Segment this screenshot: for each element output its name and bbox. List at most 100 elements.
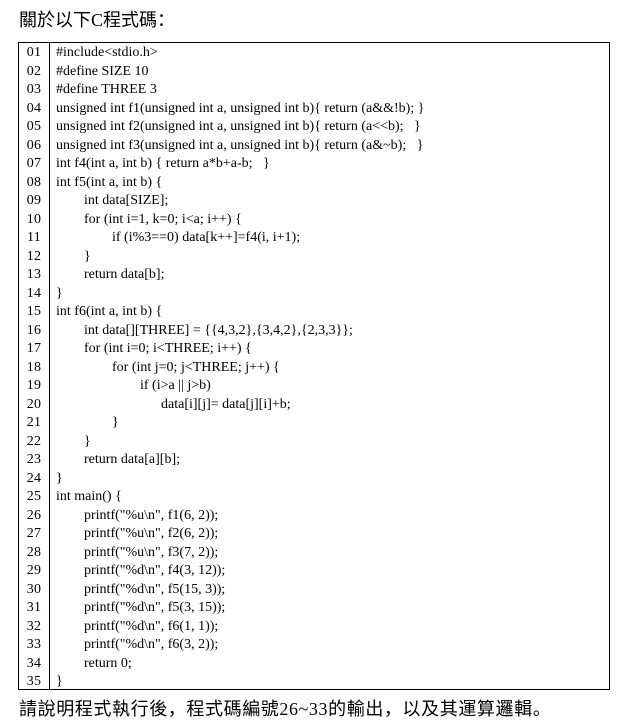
- code-line: 31 printf("%d\n", f5(3, 15));: [19, 599, 609, 618]
- code-text: }: [56, 674, 63, 689]
- line-number: 03: [26, 82, 42, 97]
- line-number: 13: [26, 267, 42, 282]
- code-text: int data[][THREE] = {{4,3,2},{3,4,2},{2,…: [56, 322, 353, 338]
- code-text: }: [56, 470, 63, 486]
- code-line: 30 printf("%d\n", f5(15, 3));: [19, 581, 609, 600]
- code-text: data[i][j]= data[j][i]+b;: [56, 396, 291, 412]
- code-text: return data[a][b];: [56, 452, 180, 467]
- code-line: 32 printf("%d\n", f6(1, 1));: [19, 618, 609, 637]
- line-number: 26: [26, 507, 42, 523]
- code-line: 07 int f4(int a, int b) { return a*b+a-b;…: [19, 155, 609, 174]
- line-number: 31: [26, 600, 42, 615]
- code-text: #include<stdio.h>: [56, 45, 158, 60]
- line-number: 15: [26, 304, 42, 319]
- line-number: 20: [26, 396, 42, 412]
- line-number: 25: [26, 489, 42, 504]
- line-number: 27: [26, 526, 42, 541]
- code-line: 20 data[i][j]= data[j][i]+b;: [19, 396, 609, 415]
- line-number: 06: [26, 137, 42, 153]
- line-number: 02: [26, 63, 42, 79]
- line-number: 10: [26, 211, 42, 227]
- code-text: printf("%d\n", f6(1, 1));: [56, 618, 219, 634]
- line-number: 35: [26, 674, 42, 689]
- code-line: 06 unsigned int f3(unsigned int a, unsign…: [19, 137, 609, 156]
- code-line: 35}: [19, 673, 609, 692]
- code-text: int f5(int a, int b) {: [56, 174, 163, 190]
- code-text: }: [56, 285, 63, 301]
- line-number: 12: [26, 248, 42, 264]
- code-line: 12 }: [19, 248, 609, 267]
- code-text: }: [56, 433, 91, 449]
- code-text: int main() {: [56, 489, 122, 504]
- question-instruction: 請說明程式執行後，程式碼編號26~33的輸出，以及其運算邏輯。: [19, 699, 552, 719]
- code-line: 18 for (int j=0; j<THREE; j++) {: [19, 359, 609, 378]
- code-text: int f4(int a, int b) { return a*b+a-b; }: [56, 156, 270, 171]
- code-text: printf("%u\n", f2(6, 2));: [56, 526, 219, 541]
- code-line: 05 unsigned int f2(unsigned int a, unsign…: [19, 118, 609, 137]
- code-line: 26 printf("%u\n", f1(6, 2));: [19, 507, 609, 526]
- code-line: 33 printf("%d\n", f6(3, 2));: [19, 636, 609, 655]
- code-line: 19 if (i>a || j>b): [19, 377, 609, 396]
- code-text: for (int i=1, k=0; i<a; i++) {: [56, 211, 242, 227]
- code-line: 29 printf("%d\n", f4(3, 12));: [19, 562, 609, 581]
- code-line: 17 for (int i=0; i<THREE; i++) {: [19, 340, 609, 359]
- code-line: 13 return data[b];: [19, 266, 609, 285]
- code-text: #define SIZE 10: [56, 63, 149, 79]
- code-line: 02 #define SIZE 10: [19, 63, 609, 82]
- code-line: 21 }: [19, 414, 609, 433]
- line-number: 30: [26, 581, 42, 597]
- line-number: 33: [26, 637, 42, 652]
- code-line: 03 #define THREE 3: [19, 81, 609, 100]
- code-text: }: [56, 415, 119, 430]
- line-number: 23: [26, 452, 42, 467]
- code-line: 11 if (i%3==0) data[k++]=f4(i, i+1);: [19, 229, 609, 248]
- code-text: unsigned int f3(unsigned int a, unsigned…: [56, 137, 424, 153]
- code-line: 28 printf("%u\n", f3(7, 2));: [19, 544, 609, 563]
- code-text: printf("%d\n", f5(15, 3));: [56, 581, 226, 597]
- line-number: 11: [26, 230, 42, 245]
- line-number-column: [19, 43, 50, 689]
- code-line: 27 printf("%u\n", f2(6, 2));: [19, 525, 609, 544]
- code-line: 25 int main() {: [19, 488, 609, 507]
- code-text: printf("%d\n", f6(3, 2));: [56, 637, 219, 652]
- code-listing-table: 01 #include<stdio.h> 02 #define SIZE 10 03 #d…: [18, 42, 610, 690]
- code-line: 09 int data[SIZE];: [19, 192, 609, 211]
- code-text: if (i>a || j>b): [56, 378, 211, 393]
- code-text: if (i%3==0) data[k++]=f4(i, i+1);: [56, 230, 301, 245]
- line-number: 09: [26, 193, 42, 208]
- code-line: 34 return 0;: [19, 655, 609, 674]
- line-number: 17: [26, 341, 42, 356]
- line-number: 18: [26, 359, 42, 375]
- code-line: 23 return data[a][b];: [19, 451, 609, 470]
- code-line: 24}: [19, 470, 609, 489]
- code-line: 01 #include<stdio.h>: [19, 44, 609, 63]
- code-line: 14}: [19, 285, 609, 304]
- line-number: 04: [26, 100, 42, 116]
- code-text: printf("%u\n", f1(6, 2));: [56, 507, 219, 523]
- line-number: 05: [26, 119, 42, 134]
- code-rows: 01 #include<stdio.h> 02 #define SIZE 10 03 #d…: [19, 43, 609, 692]
- code-text: return 0;: [56, 655, 132, 671]
- code-text: for (int j=0; j<THREE; j++) {: [56, 359, 280, 375]
- code-text: unsigned int f2(unsigned int a, unsigned…: [56, 119, 421, 134]
- code-text: unsigned int f1(unsigned int a, unsigned…: [56, 100, 425, 116]
- question-heading: 關於以下C程式碼：: [19, 10, 176, 30]
- code-text: return data[b];: [56, 267, 165, 282]
- code-text: #define THREE 3: [56, 82, 157, 97]
- line-number: 32: [26, 618, 42, 634]
- line-number: 14: [26, 285, 42, 301]
- code-line: 22 }: [19, 433, 609, 452]
- code-text: printf("%d\n", f5(3, 15));: [56, 600, 226, 615]
- code-text: printf("%u\n", f3(7, 2));: [56, 544, 219, 560]
- code-text: int data[SIZE];: [56, 193, 169, 208]
- code-line: 04 unsigned int f1(unsigned int a, unsign…: [19, 100, 609, 119]
- line-number: 07: [26, 156, 42, 171]
- line-number: 01: [26, 45, 42, 60]
- line-number: 16: [26, 322, 42, 338]
- line-number: 34: [26, 655, 42, 671]
- line-number: 29: [26, 563, 42, 578]
- line-number: 28: [26, 544, 42, 560]
- code-line: 10 for (int i=1, k=0; i<a; i++) {: [19, 211, 609, 230]
